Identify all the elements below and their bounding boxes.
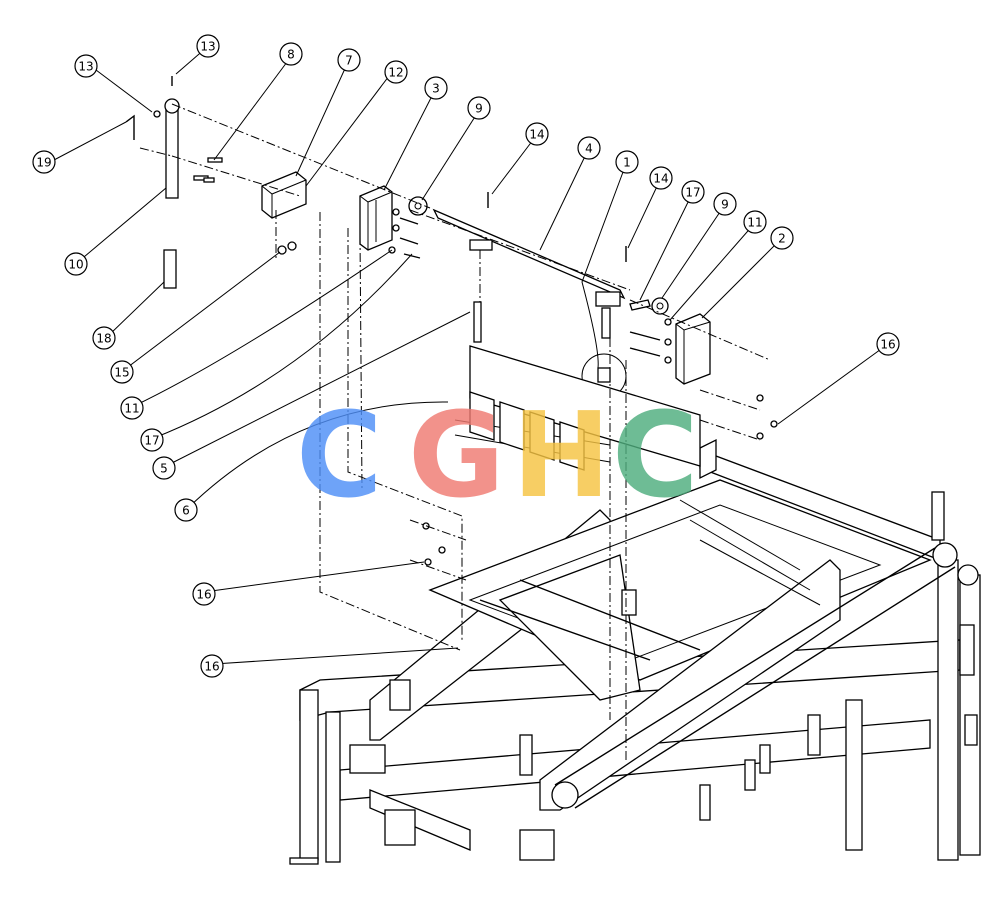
callout-circle — [32, 150, 56, 174]
callout-number: 11 — [747, 216, 762, 230]
watermark-letter-h: H — [512, 386, 611, 524]
callout-number: 13 — [78, 60, 93, 74]
callout-balloon: 7 — [337, 48, 361, 72]
callout-circle — [577, 136, 601, 160]
callout-number: 14 — [653, 172, 668, 186]
callout-balloon: 15 — [110, 360, 134, 384]
callout-number: 16 — [196, 588, 211, 602]
callout-number: 11 — [124, 402, 139, 416]
callout-balloon: 5 — [152, 456, 176, 480]
callout-circle — [120, 396, 144, 420]
assembly-centerlines — [139, 103, 771, 760]
callout-balloon: 14 — [649, 166, 673, 190]
callout-number: 17 — [685, 186, 700, 200]
callout-number: 4 — [585, 142, 593, 156]
callout-number: 9 — [721, 198, 729, 212]
callout-balloon: 17 — [140, 428, 164, 452]
callout-circle — [876, 332, 900, 356]
callout-balloon: 14 — [525, 122, 549, 146]
callout-balloon: 16 — [876, 332, 900, 356]
callout-balloon: 9 — [713, 192, 737, 216]
callout-number: 15 — [114, 366, 129, 380]
watermark-letter-c2: C — [612, 386, 699, 524]
callout-number: 2 — [778, 232, 786, 246]
callout-circle — [770, 226, 794, 250]
callout-number: 1 — [623, 156, 631, 170]
callout-number: 12 — [388, 66, 403, 80]
callout-number: 3 — [432, 82, 440, 96]
callout-balloon: 4 — [577, 136, 601, 160]
callout-balloon: 13 — [74, 54, 98, 78]
callout-balloon: 13 — [196, 34, 220, 58]
callout-circle — [384, 60, 408, 84]
callout-balloon: 8 — [279, 42, 303, 66]
callout-number: 7 — [345, 54, 353, 68]
callout-number: 19 — [36, 156, 51, 170]
callout-circle — [713, 192, 737, 216]
callout-circle — [174, 498, 198, 522]
callout-balloon: 11 — [743, 210, 767, 234]
callout-number: 8 — [287, 48, 295, 62]
exploded-parts — [125, 76, 778, 566]
callout-balloon: 17 — [681, 180, 705, 204]
callout-circle — [467, 96, 491, 120]
callout-circle — [200, 654, 224, 678]
callout-number: 13 — [200, 40, 215, 54]
callout-balloon: 10 — [64, 252, 88, 276]
callout-number: 5 — [160, 462, 168, 476]
callout-circle — [192, 582, 216, 606]
callout-circle — [152, 456, 176, 480]
callout-balloon: 12 — [384, 60, 408, 84]
callout-number: 9 — [475, 102, 483, 116]
callout-number: 16 — [204, 660, 219, 674]
callout-number: 6 — [182, 504, 190, 518]
callout-number: 14 — [529, 128, 544, 142]
callout-circle — [681, 180, 705, 204]
callout-balloon: 1 — [615, 150, 639, 174]
callout-circle — [525, 122, 549, 146]
callout-balloon: 19 — [32, 150, 56, 174]
conveyor-housing — [349, 479, 979, 846]
callout-balloon: 16 — [200, 654, 224, 678]
watermark-letter-c1: C — [296, 386, 383, 524]
callout-balloon: 6 — [174, 498, 198, 522]
callout-balloon: 11 — [120, 396, 144, 420]
callout-circle — [615, 150, 639, 174]
callout-balloon: 16 — [192, 582, 216, 606]
callout-circle — [649, 166, 673, 190]
watermark-letter-g: G — [408, 386, 505, 524]
callout-circle — [337, 48, 361, 72]
watermark-logo: C G H C — [296, 386, 699, 524]
callout-number: 16 — [880, 338, 895, 352]
callout-circle — [110, 360, 134, 384]
callout-circle — [196, 34, 220, 58]
callout-circle — [743, 210, 767, 234]
callout-circle — [64, 252, 88, 276]
callout-balloon: 2 — [770, 226, 794, 250]
callout-circle — [74, 54, 98, 78]
callout-number: 17 — [144, 434, 159, 448]
callout-circle — [424, 76, 448, 100]
callout-number: 18 — [96, 332, 111, 346]
callout-balloon: 3 — [424, 76, 448, 100]
callout-balloon: 18 — [92, 326, 116, 350]
callout-circle — [140, 428, 164, 452]
callout-circle — [92, 326, 116, 350]
callout-circle — [279, 42, 303, 66]
callout-number: 10 — [68, 258, 83, 272]
callout-balloon: 9 — [467, 96, 491, 120]
